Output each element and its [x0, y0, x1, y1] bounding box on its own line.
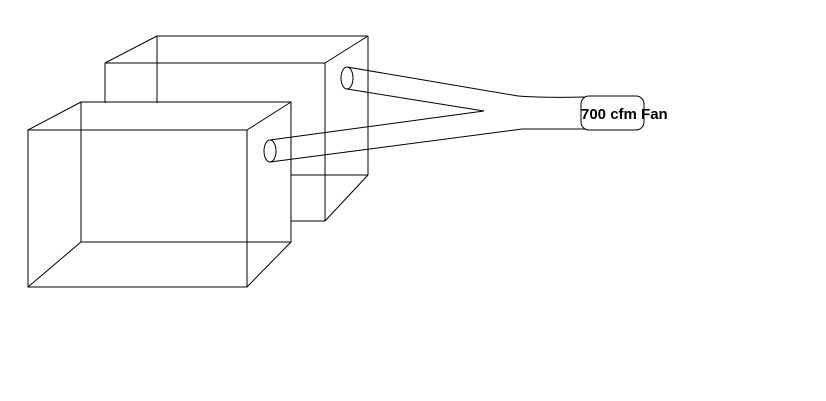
front-box: [27, 101, 292, 288]
lower-duct-opening: [263, 139, 277, 163]
front-box-edge: [27, 241, 82, 288]
merged-duct-upper-wall: [517, 95, 586, 98]
upper-duct-wall: [346, 66, 519, 97]
upper-duct-opening: [340, 66, 354, 90]
back-box: [104, 35, 369, 222]
front-box-front-face: [27, 129, 248, 288]
front-box-back-face: [80, 101, 292, 243]
lower-duct-wall: [269, 110, 485, 141]
fan-body: [580, 95, 645, 131]
back-box-edge: [104, 35, 158, 64]
front-box-edge: [246, 101, 292, 131]
fan-label: 700 cfm Fan: [581, 106, 668, 123]
lower-duct-wall: [269, 128, 523, 163]
upper-duct: [340, 66, 519, 112]
front-box-edge: [27, 101, 82, 131]
lower-duct: [263, 110, 523, 163]
upper-duct-wall: [346, 88, 485, 112]
merged-duct: [517, 95, 586, 130]
back-box-edge: [324, 174, 369, 222]
back-box-edge: [324, 35, 369, 64]
front-box-edge: [246, 241, 292, 288]
fan: 700 cfm Fan: [580, 95, 668, 131]
